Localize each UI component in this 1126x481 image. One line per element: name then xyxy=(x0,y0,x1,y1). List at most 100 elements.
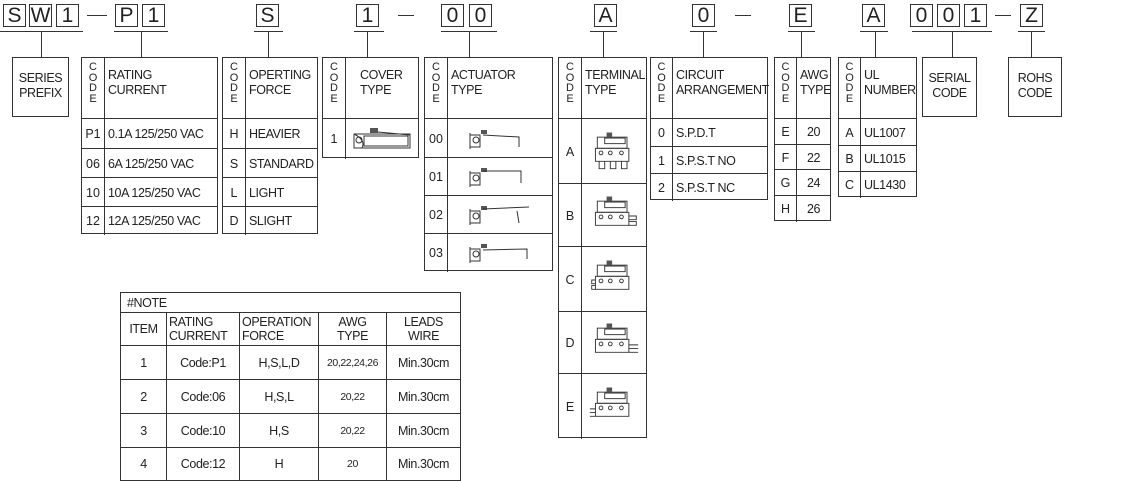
connector-awg xyxy=(801,31,802,57)
connector-series xyxy=(41,31,42,57)
note-awg: 20,22,24,26 xyxy=(318,345,387,380)
cover-row-code: 1 xyxy=(323,119,346,159)
terminal-row: A xyxy=(559,118,646,184)
connector-force xyxy=(268,31,269,57)
ul-row-value: UL1007 xyxy=(864,125,906,140)
ul-row-code: B xyxy=(839,146,861,172)
note-item: 3 xyxy=(120,413,167,448)
terminal-row-code: E xyxy=(559,374,582,439)
code-char-rating: 1 xyxy=(142,4,165,27)
underline-ul xyxy=(860,31,888,32)
code-label: C O D E xyxy=(657,61,666,105)
note-item: 2 xyxy=(120,379,167,414)
force-row-value: LIGHT xyxy=(249,185,284,200)
note-force: H xyxy=(239,447,319,481)
actuator-lever-icon xyxy=(448,119,552,158)
code-label: C O D E xyxy=(845,61,854,105)
circuit-row-value: S.P.S.T NO xyxy=(676,153,736,168)
note-header-item: ITEM xyxy=(120,312,167,346)
note-awg: 20 xyxy=(318,447,387,481)
terminal-row-code: A xyxy=(559,119,582,184)
cover-code-column-header: C O D E xyxy=(323,58,346,119)
note-force: H,S,L,D xyxy=(239,345,319,380)
serial-title: SERIAL CODE xyxy=(928,71,971,100)
ul-title: UL NUMBER xyxy=(864,68,916,97)
actuator-lever-icon xyxy=(448,196,552,234)
circuit-row-code: 2 xyxy=(651,174,673,201)
serial-table: SERIAL CODE xyxy=(922,57,977,117)
series-title: SERIES PREFIX xyxy=(18,71,63,100)
terminal-pins-down-icon xyxy=(582,119,646,184)
awg-row-code: H xyxy=(775,196,797,222)
force-row-value: SLIGHT xyxy=(249,214,292,228)
note-rating: Code:P1 xyxy=(166,345,240,380)
note-force: H,S,L xyxy=(239,379,319,414)
actuator-title: ACTUATOR TYPE xyxy=(451,68,516,97)
actuator-row: 03 xyxy=(425,233,552,272)
awg-row-code: G xyxy=(775,170,797,196)
note-force: H,S xyxy=(239,413,319,448)
actuator-lever-icon xyxy=(448,234,552,272)
code-char-actuator: 0 xyxy=(441,4,464,27)
note-leads: Min.30cm xyxy=(386,447,461,481)
terminal-row: B xyxy=(559,183,646,247)
actuator-row: 02 xyxy=(425,195,552,234)
awg-row-value: 22 xyxy=(806,150,821,165)
separator-dash xyxy=(87,15,107,16)
force-row-value: STANDARD xyxy=(249,156,314,171)
terminal-title: TERMINAL TYPE xyxy=(585,68,646,97)
code-label: C O D E xyxy=(88,61,98,105)
code-char-series: 1 xyxy=(56,4,79,27)
awg-code-column-header: C O D E xyxy=(775,58,797,119)
circuit-row-value: S.P.D.T xyxy=(676,126,716,140)
circuit-row-code: 1 xyxy=(651,147,673,174)
force-row-code: S xyxy=(223,149,246,178)
awg-row-value: 20 xyxy=(806,125,821,139)
force-code-column-header: C O D E xyxy=(223,58,246,119)
note-header-force: OPERATION FORCE xyxy=(239,312,319,346)
actuator-row: 01 xyxy=(425,157,552,196)
awg-title: AWG TYPE xyxy=(800,68,832,97)
note-item: 1 xyxy=(120,345,167,380)
rating-row-code: 06 xyxy=(82,149,105,178)
note-rating: Code:10 xyxy=(166,413,240,448)
code-char-serial: 1 xyxy=(964,4,987,27)
awg-row-value: 26 xyxy=(806,202,821,216)
rating-row-value: 10A 125/250 VAC xyxy=(108,185,201,200)
code-char-ul: A xyxy=(862,4,885,27)
series-table: SERIES PREFIX xyxy=(12,57,69,117)
actuator-row: 00 xyxy=(425,118,552,158)
terminal-row: D xyxy=(559,311,646,374)
separator-dash xyxy=(735,15,751,16)
ul-row-code: A xyxy=(839,119,861,146)
connector-circuit xyxy=(703,31,704,57)
note-awg: 20,22 xyxy=(318,413,387,448)
separator-dash xyxy=(995,15,1011,16)
actuator-row-code: 01 xyxy=(425,158,448,196)
ul-code-column-header: C O D E xyxy=(839,58,861,119)
code-label: C O D E xyxy=(431,61,441,105)
code-char-rohs: Z xyxy=(1020,4,1043,27)
code-label: C O D E xyxy=(565,61,575,105)
note-leads: Min.30cm xyxy=(386,413,461,448)
code-char-series: W xyxy=(29,4,52,27)
code-char-serial: 0 xyxy=(910,4,933,27)
force-title: OPERTING FORCE xyxy=(249,68,311,97)
